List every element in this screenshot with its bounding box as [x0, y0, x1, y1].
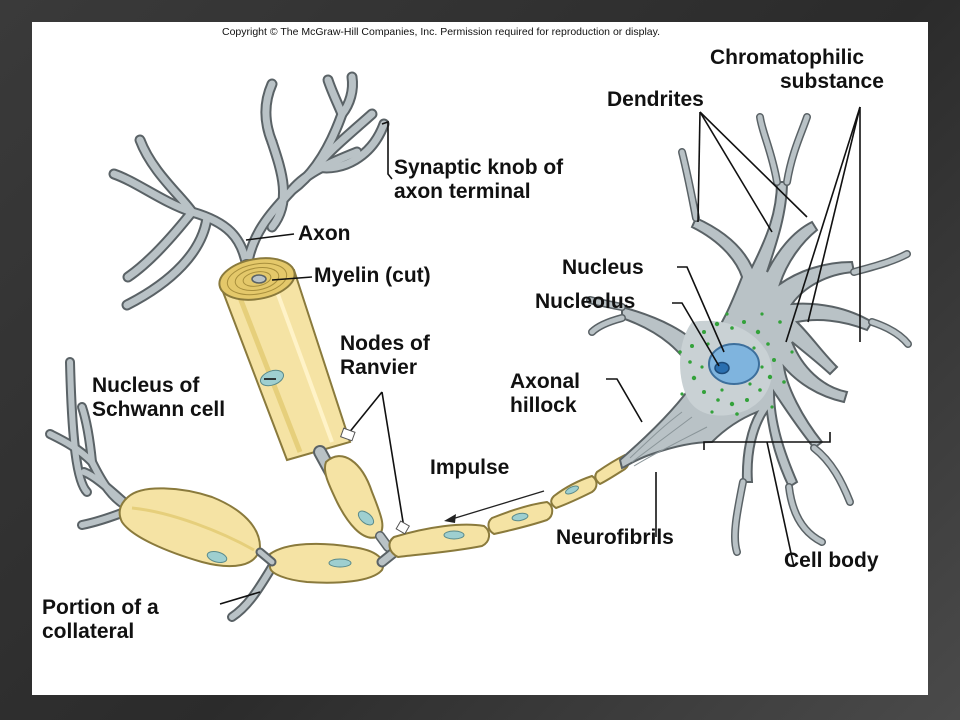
neuron-diagram	[45, 71, 912, 622]
impulse-arrow	[444, 490, 545, 523]
label-myelin-cut: Myelin (cut)	[314, 264, 431, 287]
label-chromatophilic-substance: Chromatophilic substance	[710, 46, 884, 94]
collateral-branches	[45, 357, 277, 622]
neurofibrils	[629, 411, 708, 467]
dendrites	[586, 113, 912, 556]
label-nucleolus: Nucleolus	[535, 290, 636, 313]
label-synaptic-knob-line-1: Synaptic knob of	[394, 156, 564, 179]
label-chromatophilic-line-2: substance	[780, 70, 884, 93]
label-nucleus-of-schwann-cell: Nucleus of Schwann cell	[92, 374, 225, 422]
collateral-myelin	[118, 487, 385, 584]
label-neurofibrils: Neurofibrils	[556, 526, 674, 549]
label-nodes-of-ranvier: Nodes of Ranvier	[340, 332, 430, 380]
leader-lines	[219, 106, 861, 605]
label-impulse: Impulse	[430, 456, 510, 479]
label-schwann-line-1: Nucleus of	[92, 374, 200, 397]
schwann-nucleus	[259, 369, 285, 387]
label-cell-body: Cell body	[784, 549, 879, 572]
label-nucleus: Nucleus	[562, 256, 644, 279]
label-axonal-hillock: Axonal hillock	[510, 370, 580, 418]
node-marker	[340, 427, 356, 442]
label-portion-of-collateral: Portion of a collateral	[42, 596, 159, 644]
label-schwann-line-2: Schwann cell	[92, 398, 226, 421]
label-synaptic-knob: Synaptic knob of axon terminal	[394, 156, 563, 204]
axon-myelin-segments	[388, 453, 630, 559]
label-chromatophilic-line-1: Chromatophilic	[710, 46, 865, 69]
label-hillock-line-1: Axonal	[510, 370, 581, 393]
diagram-panel: Copyright © The McGraw-Hill Companies, I…	[32, 22, 928, 695]
axon-terminal-branches	[108, 71, 390, 311]
myelin-segment	[324, 455, 384, 539]
label-nodes-line-2: Ranvier	[340, 356, 418, 379]
node-marker	[395, 520, 411, 535]
label-collateral-line-2: collateral	[42, 620, 135, 643]
label-hillock-line-2: hillock	[510, 394, 577, 417]
label-axon: Axon	[298, 222, 351, 245]
chromatophilic-granules	[678, 312, 794, 416]
myelin-cut-end	[218, 257, 296, 301]
label-dendrites: Dendrites	[607, 88, 704, 111]
copyright-notice: Copyright © The McGraw-Hill Companies, I…	[222, 26, 661, 38]
myelin-sheath-main	[218, 268, 352, 462]
label-synaptic-knob-line-2: axon terminal	[394, 180, 531, 203]
label-collateral-line-1: Portion of a	[42, 596, 159, 619]
label-nodes-line-1: Nodes of	[340, 332, 430, 355]
